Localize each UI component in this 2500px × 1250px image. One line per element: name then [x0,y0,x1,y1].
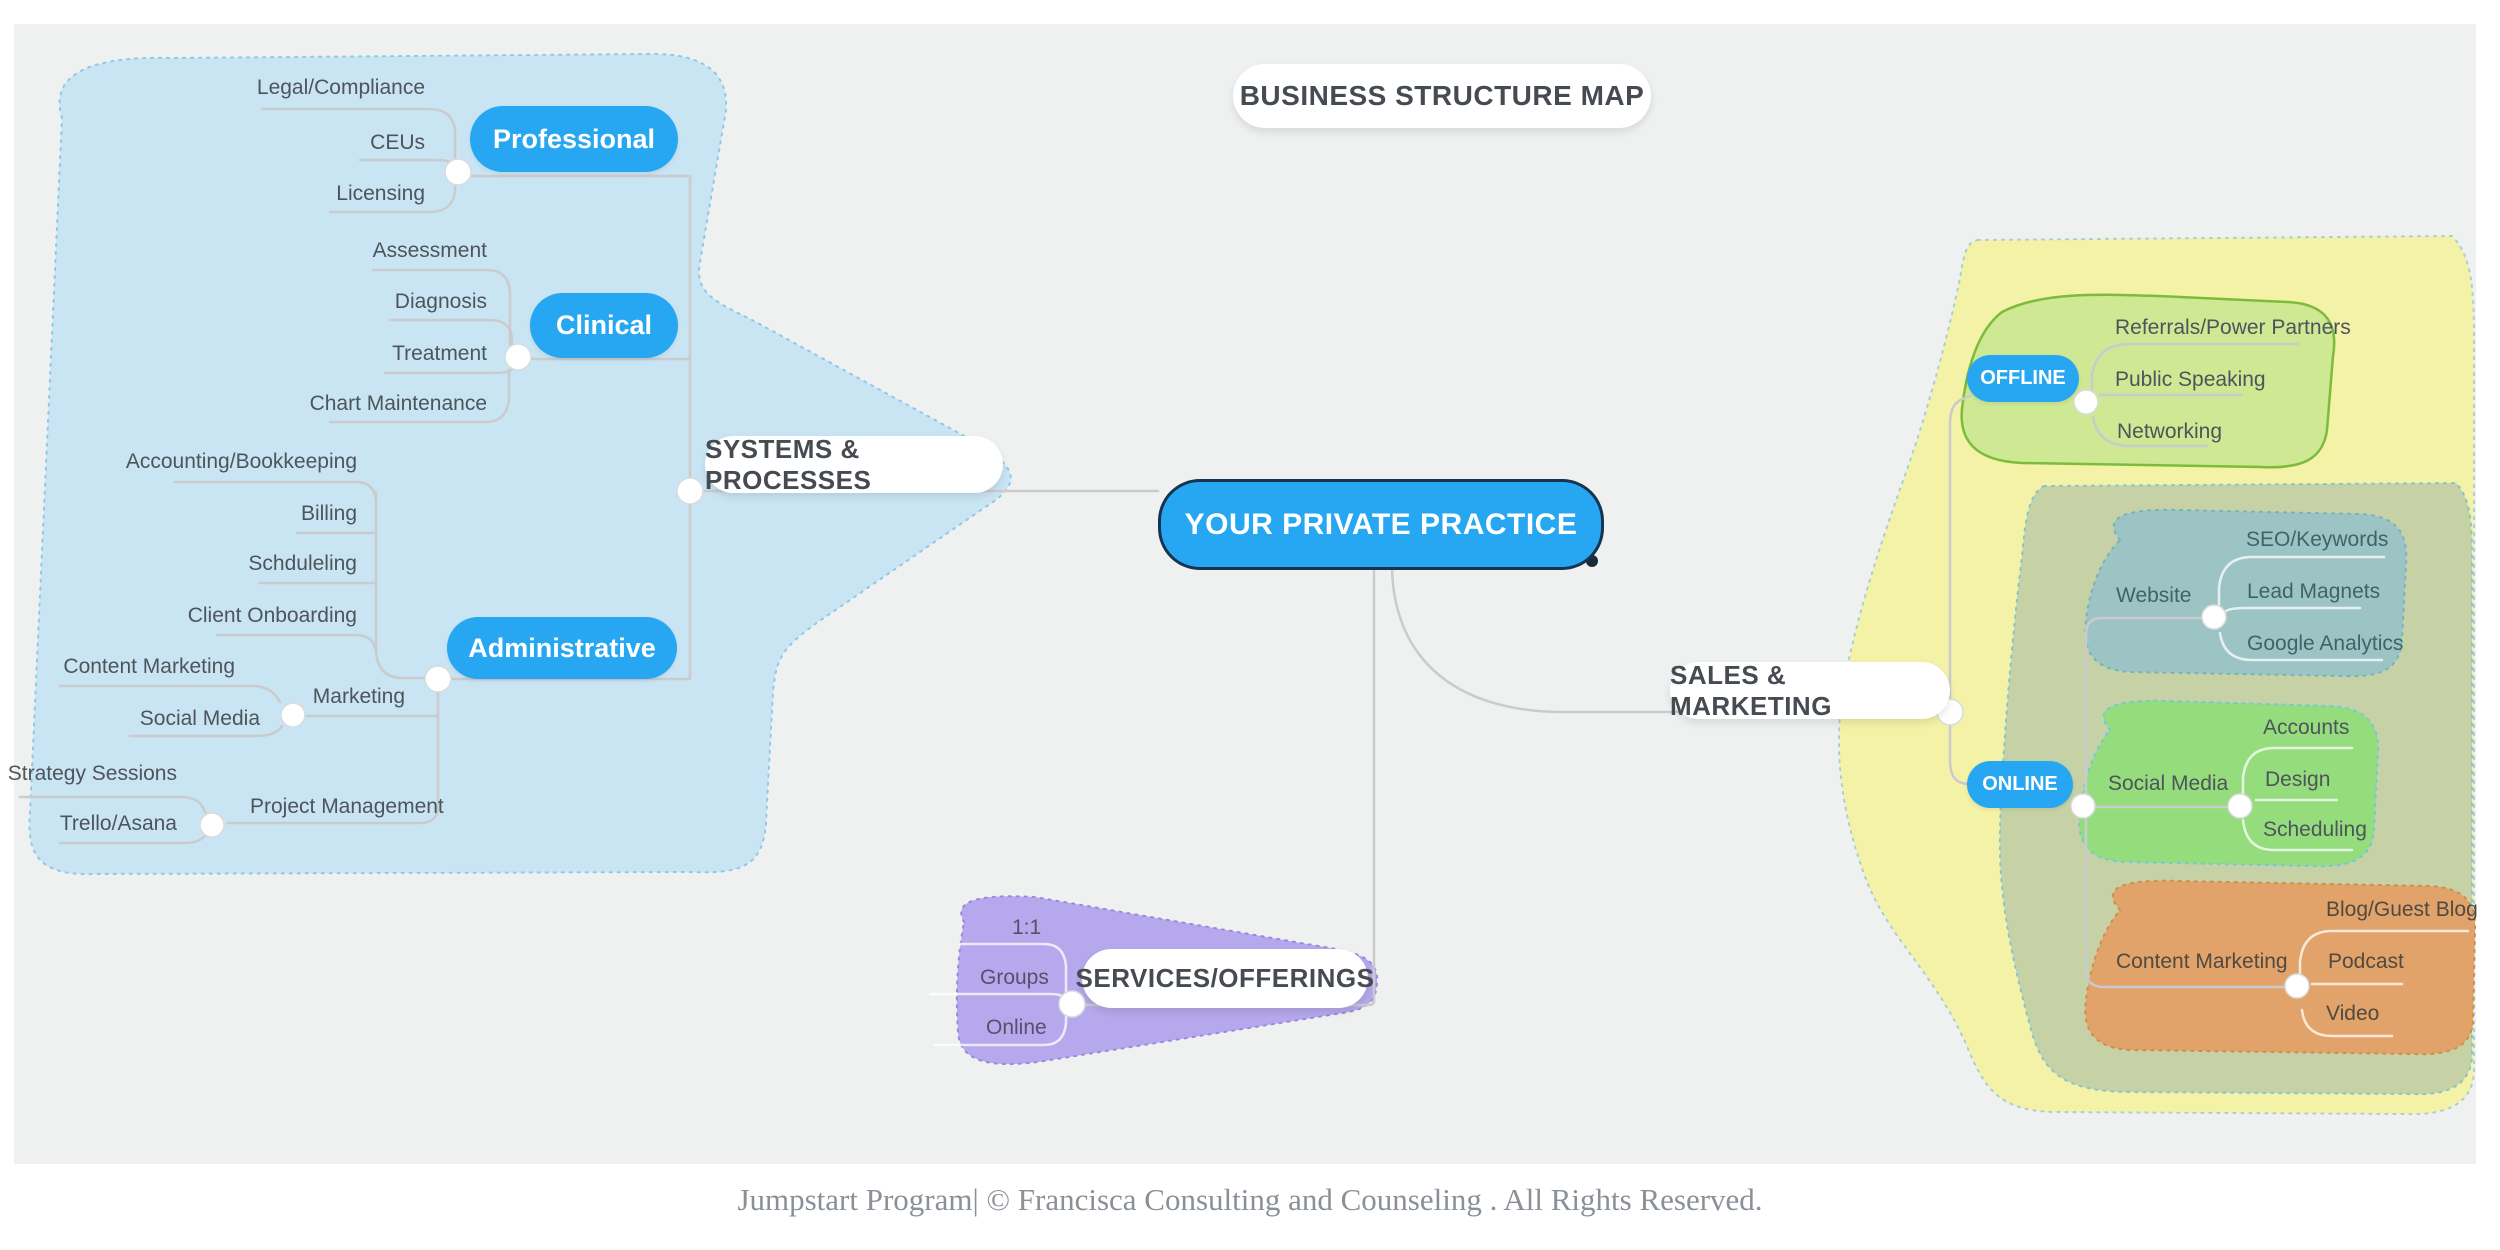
node-seo-keywords[interactable]: SEO/Keywords [2246,528,2389,551]
node-chart-maintenance[interactable]: Chart Maintenance [309,392,487,415]
node-ceus[interactable]: CEUs [370,131,425,154]
node-schduleling[interactable]: Schduleling [248,552,357,575]
node-google-analytics[interactable]: Google Analytics [2247,632,2404,655]
node-diagnosis[interactable]: Diagnosis [394,290,487,313]
offline-cloud [1960,293,2336,469]
node-project-management[interactable]: Project Management [250,795,444,818]
content-marketing-cloud [2084,879,2477,1056]
wire-blog [2298,929,2470,976]
wire-scheduling [2241,818,2354,852]
junction-professional [444,158,472,186]
node-video[interactable]: Video [2326,1002,2380,1025]
wire-licensing [328,182,457,214]
node-website[interactable]: Website [2116,584,2192,607]
wire-sales-online [1948,722,1969,786]
wire-online-website [2084,616,2204,796]
junction-services [1058,990,1086,1018]
online-node[interactable]: ONLINE [1967,761,2073,808]
wire-center-sales [1390,562,1940,714]
wire-networking [2091,415,2209,448]
node-trello-asana[interactable]: Trello/Asana [59,812,177,835]
administrative-node[interactable]: Administrative [447,617,677,679]
wire-content-marketing-left [58,684,282,704]
node-billing[interactable]: Billing [300,502,357,525]
node-podcast[interactable]: Podcast [2328,950,2404,973]
node-treatment[interactable]: Treatment [392,342,487,365]
wire-social-media-left [128,724,284,738]
wire-one-on-one [958,942,1068,994]
wire-client-onboarding [215,633,378,654]
node-social-media-left[interactable]: Social Media [139,707,260,730]
junction-project [199,812,225,838]
wire-project-management [226,690,440,825]
systems-processes-node[interactable]: SYSTEMS & PROCESSES [705,434,1003,495]
services-offerings-node[interactable]: SERVICES/OFFERINGS [1076,949,1374,1008]
node-legal-compliance[interactable]: Legal/Compliance [256,76,425,99]
node-groups[interactable]: Groups [980,966,1049,989]
wire-video [2300,1008,2394,1038]
central-node[interactable]: YOUR PRIVATE PRACTICE [1158,479,1604,570]
wire-treatment [383,367,514,375]
wire-diagnosis [388,318,514,347]
junction-marketing [280,702,306,728]
node-referrals-power-partners[interactable]: Referrals/Power Partners [2115,316,2351,339]
node-content-marketing-right[interactable]: Content Marketing [2116,950,2288,973]
wire-lead-magnets [2223,606,2362,614]
wire-accounting [173,480,378,502]
node-online-service[interactable]: Online [986,1016,1047,1039]
wire-seo [2217,555,2386,607]
wire-strategy-sessions [18,795,207,814]
sales-marketing-node[interactable]: SALES & MARKETING [1670,660,1950,721]
systems-cloud [28,52,1012,876]
junction-administrative [424,665,452,693]
wire-google-analytics [2218,631,2384,662]
node-networking[interactable]: Networking [2117,420,2223,443]
node-blog-guest-blog[interactable]: Blog/Guest Blog [2326,898,2478,921]
wire-legal [260,107,457,162]
junction-website [2201,604,2227,630]
node-public-speaking[interactable]: Public Speaking [2115,368,2266,391]
node-lead-magnets[interactable]: Lead Magnets [2247,580,2381,603]
wire-accounts [2241,746,2354,796]
wire-center-services [1082,562,1376,1007]
professional-node[interactable]: Professional [470,106,678,172]
node-one-on-one[interactable]: 1:1 [1012,916,1042,939]
node-marketing[interactable]: Marketing [312,685,405,708]
junction-social-media [2227,793,2253,819]
node-scheduling[interactable]: Scheduling [2263,818,2367,841]
junction-offline [2073,389,2099,415]
wire-online-service [933,1014,1068,1047]
website-cloud [2084,508,2408,678]
junction-online [2070,793,2096,819]
wire-chart-maintenance [328,368,511,424]
map-title[interactable]: BUSINESS STRUCTURE MAP [1233,64,1651,128]
node-strategy-sessions[interactable]: Strategy Sessions [7,762,177,785]
wire-assessment [371,268,512,347]
node-content-marketing-left[interactable]: Content Marketing [63,655,235,678]
junction-clinical [504,343,532,371]
wire-online-content [2084,816,2287,989]
copyright-footer: Jumpstart Program| © Francisca Consultin… [737,1182,1763,1217]
offline-node[interactable]: OFFLINE [1967,355,2079,402]
node-client-onboarding[interactable]: Client Onboarding [187,604,357,627]
wire-referrals [2090,342,2300,392]
node-design[interactable]: Design [2265,768,2331,791]
node-accounts[interactable]: Accounts [2263,716,2350,739]
wire-sales-offline [1948,394,1972,702]
node-licensing[interactable]: Licensing [336,182,425,205]
node-accounting-bookkeeping[interactable]: Accounting/Bookkeeping [125,450,357,473]
junction-content-marketing [2284,973,2310,999]
junction-systems [676,477,704,505]
clinical-node[interactable]: Clinical [530,293,678,358]
node-social-media-right[interactable]: Social Media [2108,772,2229,795]
node-assessment[interactable]: Assessment [372,239,487,262]
